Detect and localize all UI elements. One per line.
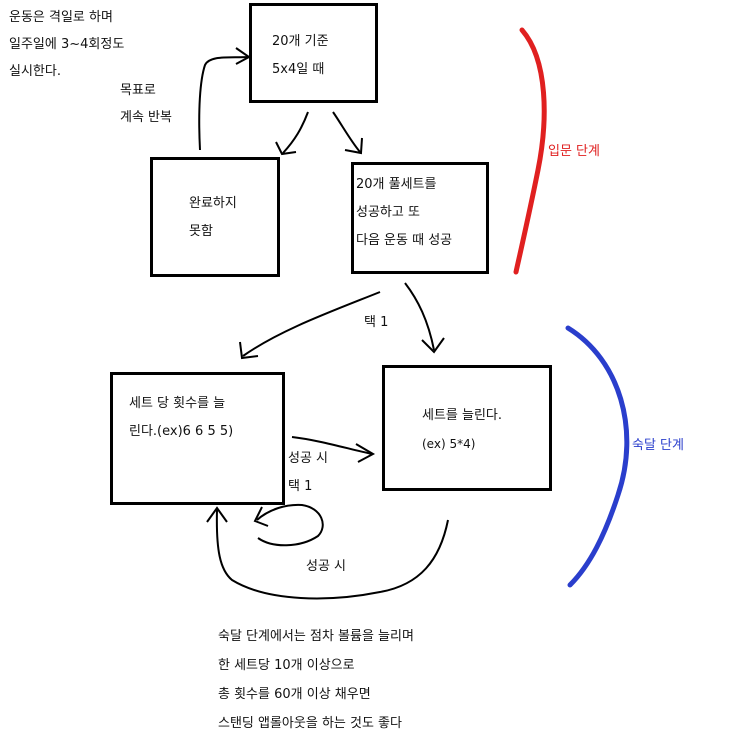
arrowhead-success — [344, 137, 363, 155]
arrowhead-fail — [275, 141, 297, 156]
success-box-line: 다음 운동 때 성공 — [356, 233, 453, 248]
repeat-note-line: 계속 반복 — [120, 110, 172, 125]
arrowhead-to-sets — [355, 443, 376, 463]
bottom-note-line: 스탠딩 앱롤아웃을 하는 것도 좋다 — [218, 716, 402, 731]
big-loop-arrow — [215, 509, 449, 600]
arrowhead-sets — [421, 337, 445, 354]
reps-box: 세트 당 횟수를 늘 린다.(ex)6 6 5 5) — [110, 372, 285, 505]
arrow-start-to-fail — [282, 111, 309, 154]
intro-note-line: 실시한다. — [9, 64, 61, 79]
beginner-bracket — [513, 27, 547, 275]
self-loop-arrow — [256, 503, 324, 547]
advanced-bracket — [565, 325, 630, 588]
choose-label: 택 1 — [288, 479, 313, 494]
reps-box-line: 세트 당 횟수를 늘 — [129, 396, 226, 411]
fail-box-line: 못함 — [189, 224, 213, 239]
repeat-arrowhead — [235, 47, 251, 65]
arrow-success-to-reps — [242, 291, 381, 357]
arrowhead-reps — [239, 341, 259, 360]
bottom-note-line: 한 세트당 10개 이상으로 — [218, 658, 355, 673]
start-box: 20개 기준 5x4일 때 — [249, 3, 378, 103]
intro-note-line: 운동은 격일로 하며 — [9, 10, 113, 25]
success-box-line: 20개 풀세트를 — [356, 177, 437, 192]
repeat-note: 목표로 계속 반복 — [120, 77, 172, 131]
bottom-note-line: 숙달 단계에서는 점차 볼륨을 늘리며 — [218, 629, 414, 644]
sets-box-line: (ex) 5*4) — [422, 437, 476, 451]
fail-box-line: 완료하지 — [189, 196, 237, 211]
start-box-line: 20개 기준 — [272, 34, 329, 49]
repeat-note-line: 목표로 — [120, 83, 156, 98]
bottom-note: 숙달 단계에서는 점차 볼륨을 늘리며 한 세트당 10개 이상으로 총 횟수를… — [218, 622, 414, 738]
start-box-line: 5x4일 때 — [272, 62, 325, 77]
big-loop-arrowhead — [206, 506, 228, 523]
success-box-line: 성공하고 또 — [356, 205, 420, 220]
sets-box: 세트를 늘린다. (ex) 5*4) — [382, 365, 552, 491]
advanced-stage-label: 숙달 단계 — [632, 438, 684, 453]
self-loop-arrowhead — [253, 506, 269, 527]
intro-note-line: 일주일에 3~4회정도 — [9, 37, 125, 52]
arrow-start-to-success — [332, 111, 361, 153]
success-label: 성공 시 — [306, 559, 347, 574]
success-label: 성공 시 — [288, 451, 329, 466]
success-box: 20개 풀세트를 성공하고 또 다음 운동 때 성공 — [351, 162, 489, 274]
bottom-note-line: 총 횟수를 60개 이상 채우면 — [218, 687, 371, 702]
sets-box-line: 세트를 늘린다. — [422, 408, 503, 423]
choose-label: 택 1 — [364, 315, 389, 330]
repeat-arrow — [198, 56, 249, 151]
intro-note: 운동은 격일로 하며 일주일에 3~4회정도 실시한다. — [9, 4, 124, 85]
beginner-stage-label: 입문 단계 — [548, 144, 600, 159]
arrow-reps-to-sets — [291, 436, 373, 455]
reps-box-line: 린다.(ex)6 6 5 5) — [129, 424, 234, 439]
arrow-success-to-sets — [404, 282, 435, 351]
fail-box: 완료하지 못함 — [150, 157, 280, 277]
